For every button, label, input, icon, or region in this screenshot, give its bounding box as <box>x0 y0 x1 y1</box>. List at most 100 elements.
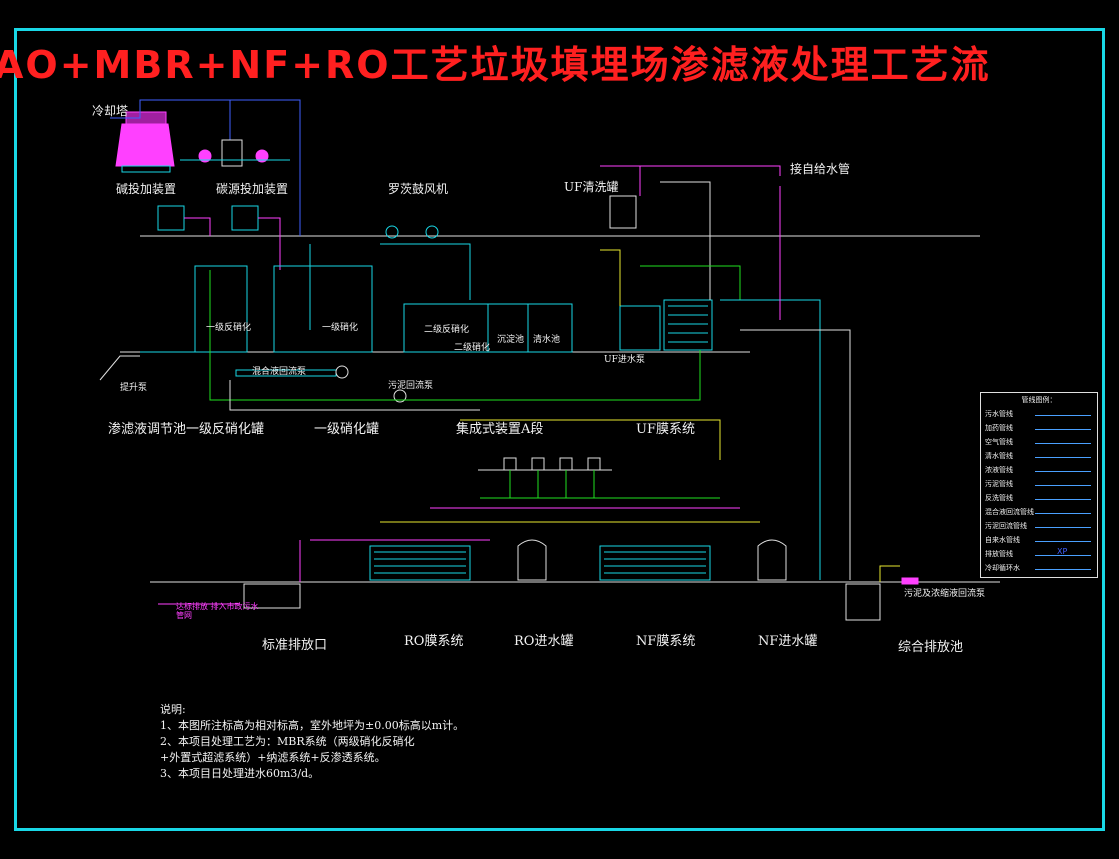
label-integrated-unit: 集成式装置A段 <box>456 422 544 437</box>
label-mixed-return-pump: 混合液回流泵 <box>252 367 307 377</box>
pipeline-legend: 管线图例： 污水管线加药管线空气管线清水管线浓液管线污泥管线反洗管线混合液回流管… <box>980 392 1098 578</box>
label-in-settling: 沉淀池 <box>497 335 525 345</box>
legend-title: 管线图例： <box>1021 396 1057 404</box>
legend-row: 自来水管线 <box>985 535 1095 548</box>
legend-row-line <box>1035 485 1091 486</box>
pool-return <box>879 565 900 582</box>
notes-line-2a: 2、本项目处理工艺为：MBR系统（两级硝化反硝化 <box>160 735 415 748</box>
legend-row-name: 反洗管线 <box>985 494 1013 502</box>
label-leachate-basin: 渗滤液调节池 <box>108 422 187 437</box>
label-primary-denitrification-tank: 一级反硝化罐 <box>186 422 265 437</box>
legend-row-name: 混合液回流管线 <box>985 508 1034 516</box>
primary-denitrification-tank-shape <box>194 265 248 353</box>
uf-clean-return <box>640 265 741 300</box>
label-in-second-nit: 二级硝化 <box>454 343 491 353</box>
design-notes: 说明: 1、本图所注标高为相对标高，室外地坪为±0.00标高以m计。 2、本项目… <box>160 702 464 782</box>
label-in-second-denit: 二级反硝化 <box>424 325 470 335</box>
mixed-liquor-pipe <box>209 270 701 401</box>
drawing-title: AO+MBR+NF+RO工艺垃圾填埋场渗滤液处理工艺流 <box>0 43 991 87</box>
label-discharge-outlet: 标准排放口 <box>262 638 328 653</box>
uf-backwash <box>660 181 711 300</box>
dosing-pump <box>255 149 269 163</box>
roots-blower <box>385 225 399 239</box>
concentrate-pump-shape <box>901 577 919 585</box>
notes-heading: 说明: <box>160 703 186 716</box>
legend-row-name: 污泥管线 <box>985 480 1013 488</box>
label-tap-water: 接自给水管 <box>790 162 851 176</box>
label-roots-blower: 罗茨鼓风机 <box>388 182 449 196</box>
legend-row: 空气管线 <box>985 437 1095 450</box>
legend-row: 混合液回流管线 <box>985 507 1095 520</box>
legend-row-line <box>1035 443 1091 444</box>
label-concentrate-return: 污泥及浓缩液回流泵 <box>904 589 986 599</box>
label-nf-system: NF膜系统 <box>636 634 696 649</box>
legend-row-name: 污泥回流管线 <box>985 522 1027 530</box>
legend-row-name: 冷却循环水 <box>985 564 1020 572</box>
notes-line-1: 1、本图所注标高为相对标高，室外地坪为±0.00标高以m计。 <box>160 719 465 732</box>
legend-row-name: 污水管线 <box>985 410 1013 418</box>
air-pipe <box>380 243 471 300</box>
notes-line-2b: +外置式超滤系统）+纳滤系统+反渗透系统。 <box>160 751 386 764</box>
label-sludge-return-pump: 污泥回流泵 <box>388 381 434 391</box>
label-cooling-tower: 冷却塔 <box>92 104 129 118</box>
lift-pump-shape <box>99 355 140 381</box>
legend-row-line <box>1035 471 1091 472</box>
legend-row-line <box>1035 569 1091 570</box>
roots-blower <box>425 225 439 239</box>
label-lift-pump: 提升泵 <box>120 383 148 393</box>
uf-permeate-pipe <box>720 299 821 580</box>
dosing-pipe <box>258 217 281 270</box>
dosing-pipe <box>184 217 211 236</box>
uf-skid-right <box>663 299 713 351</box>
label-nf-inlet-tank: NF进水罐 <box>758 634 818 649</box>
dosing-tank <box>221 139 243 167</box>
legend-row-line <box>1035 555 1091 556</box>
uf-skid-left <box>619 305 661 351</box>
legend-row: 加药管线 <box>985 423 1095 436</box>
primary-nitrification-tank-shape <box>273 265 373 353</box>
ro-skid <box>369 545 471 581</box>
label-uf-feed-pump: UF进水泵 <box>604 355 645 365</box>
legend-row-name: 浓液管线 <box>985 466 1013 474</box>
legend-row-line <box>1035 513 1091 514</box>
nf-inlet-tank-shape <box>757 539 787 581</box>
legend-row: 反洗管线 <box>985 493 1095 506</box>
cooling-water-pipe <box>110 99 301 236</box>
ro-inlet-tank-shape <box>517 539 547 581</box>
label-carbon-dosing: 碳源投加装置 <box>216 182 289 196</box>
label-uf-cleaning-tank: UF清洗罐 <box>564 180 619 194</box>
sludge-return-pump-shape <box>393 389 407 403</box>
discharge-outlet-shape <box>243 583 301 609</box>
label-in-first-nit: 一级硝化 <box>322 323 359 333</box>
legend-xp-marker: XP <box>1057 547 1068 556</box>
label-ro-system: RO膜系统 <box>404 634 464 649</box>
legend-row-name: 清水管线 <box>985 452 1013 460</box>
nf-skid <box>599 545 711 581</box>
legend-row-name: 加药管线 <box>985 424 1013 432</box>
label-discharge-note: 达标排放 排入市政污水管网 <box>176 602 259 620</box>
legend-row-line <box>1035 541 1091 542</box>
notes-line-3: 3、本项目日处理进水60m3/d。 <box>160 767 320 780</box>
tap-water-pipe <box>600 165 781 176</box>
settling-pipe <box>460 419 721 460</box>
legend-row: 冷却循环水 <box>985 563 1095 576</box>
dosing-pump <box>198 149 212 163</box>
legend-row: 污泥回流管线 <box>985 521 1095 534</box>
concentrate-pipe <box>740 329 851 580</box>
legend-row-line <box>1035 457 1091 458</box>
legend-row-line <box>1035 415 1091 416</box>
legend-row: 污水管线 <box>985 409 1095 422</box>
label-uf-system: UF膜系统 <box>636 422 695 437</box>
legend-row-line <box>1035 527 1091 528</box>
label-alkali-dosing: 碱投加装置 <box>116 182 177 196</box>
legend-row: 清水管线 <box>985 451 1095 464</box>
label-primary-nitrification-tank: 一级硝化罐 <box>314 422 380 437</box>
legend-row-line <box>1035 429 1091 430</box>
cooling-tower-base <box>121 165 171 173</box>
legend-row-name: 空气管线 <box>985 438 1013 446</box>
mixed-return-pump-shape <box>335 365 349 379</box>
legend-row: 污泥管线 <box>985 479 1095 492</box>
label-in-clear: 清水池 <box>533 335 561 345</box>
